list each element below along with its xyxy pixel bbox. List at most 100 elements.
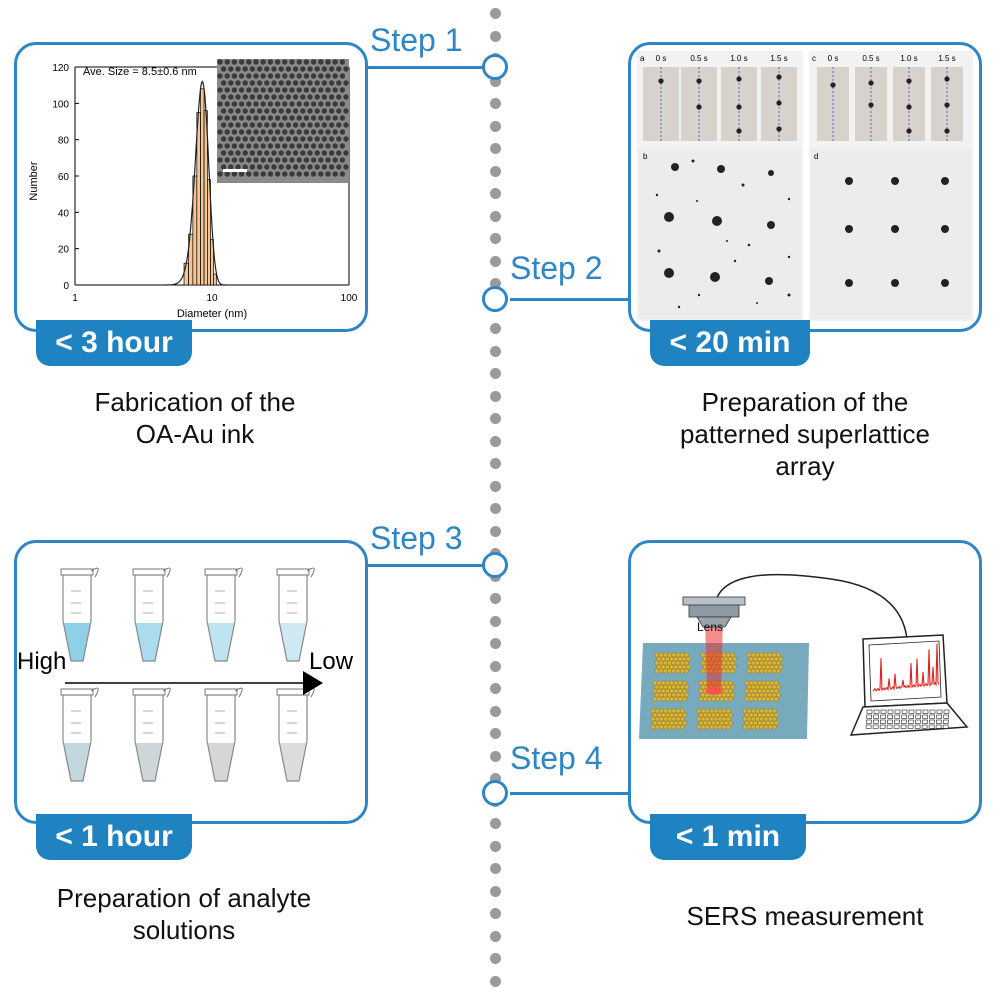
timeline-dot bbox=[490, 660, 501, 672]
panel-c-label: c bbox=[812, 54, 816, 63]
tem-particle bbox=[238, 73, 245, 79]
timeline-dot bbox=[490, 503, 501, 514]
keyboard-key bbox=[900, 724, 907, 729]
y-tick-label: 120 bbox=[52, 63, 69, 74]
superlattice-dot bbox=[696, 200, 698, 202]
tem-particle bbox=[260, 129, 266, 135]
tem-particle bbox=[310, 115, 317, 121]
time-label: 1.0 s bbox=[730, 54, 747, 63]
tem-particle bbox=[310, 129, 317, 135]
microcentrifuge-tube bbox=[60, 567, 99, 662]
tem-particle bbox=[228, 150, 234, 156]
tem-particle bbox=[325, 115, 331, 121]
timeline-dot bbox=[490, 278, 501, 289]
analyte-tubes-figure: High Low bbox=[17, 567, 354, 782]
tem-particle bbox=[238, 171, 245, 177]
microcentrifuge-tube bbox=[132, 567, 171, 662]
tem-particle bbox=[220, 150, 227, 156]
tem-particle bbox=[274, 129, 281, 135]
keyboard-key bbox=[866, 714, 872, 719]
tube-liquid bbox=[207, 741, 235, 781]
step4-panel: Lens bbox=[628, 540, 982, 824]
tem-particle bbox=[310, 171, 317, 177]
tem-particle bbox=[224, 143, 230, 149]
tem-particle bbox=[260, 115, 266, 121]
tem-particle bbox=[314, 150, 320, 156]
tem-particle bbox=[292, 164, 299, 170]
tem-particle bbox=[249, 164, 256, 170]
timeline-dot bbox=[490, 818, 501, 829]
step2-label: Step 2 bbox=[510, 250, 603, 286]
droplet bbox=[658, 78, 664, 84]
keyboard-key bbox=[880, 714, 886, 719]
time-label: 1.5 s bbox=[770, 54, 787, 63]
tem-particle bbox=[310, 101, 317, 107]
tem-particle bbox=[285, 94, 292, 100]
patterned-array-dot bbox=[891, 279, 899, 287]
tube-liquid bbox=[135, 741, 163, 781]
tem-particle bbox=[256, 164, 263, 170]
tem-particle bbox=[292, 94, 299, 100]
tem-particle bbox=[246, 101, 252, 107]
tem-particle bbox=[310, 143, 317, 149]
tem-particle bbox=[307, 108, 313, 114]
tem-particle bbox=[321, 94, 328, 100]
tem-particle bbox=[228, 108, 234, 114]
tem-particle bbox=[235, 136, 241, 142]
timeline-dot bbox=[490, 75, 501, 87]
tem-particle bbox=[343, 80, 349, 86]
tem-particle bbox=[278, 150, 284, 156]
keyboard-key bbox=[915, 714, 922, 719]
superlattice-dot bbox=[671, 163, 679, 171]
tem-particle bbox=[289, 143, 295, 149]
tem-particle bbox=[224, 101, 230, 107]
tem-particle bbox=[271, 108, 277, 114]
tem-particle bbox=[224, 115, 230, 121]
tem-particle bbox=[231, 115, 238, 121]
tem-particle bbox=[228, 164, 234, 170]
tem-particle bbox=[325, 59, 331, 65]
timeline-dot bbox=[490, 593, 501, 604]
tem-particle bbox=[332, 157, 338, 163]
tem-particle bbox=[267, 171, 274, 177]
tem-particle bbox=[321, 122, 328, 128]
step1-caption: Fabrication of the OA-Au ink bbox=[40, 386, 350, 450]
tem-particle bbox=[300, 66, 306, 72]
tem-particle bbox=[339, 115, 346, 121]
tem-particle bbox=[271, 94, 277, 100]
tem-particle bbox=[264, 122, 270, 128]
tem-particle bbox=[314, 122, 320, 128]
keyboard-key bbox=[915, 709, 922, 714]
tem-particle bbox=[321, 150, 328, 156]
tem-particle bbox=[267, 115, 274, 121]
tem-particle bbox=[224, 157, 230, 163]
tem-particle bbox=[318, 115, 324, 121]
superlattice-dot bbox=[787, 293, 791, 297]
tem-particle bbox=[246, 143, 252, 149]
y-tick-label: 0 bbox=[63, 281, 69, 292]
tem-particle bbox=[246, 115, 252, 121]
tem-particle bbox=[339, 129, 346, 135]
droplet bbox=[736, 128, 742, 134]
tube-liquid bbox=[135, 621, 163, 661]
superlattice-dot bbox=[747, 243, 751, 247]
step3-caption-line2: solutions bbox=[132, 915, 236, 945]
step2-timeline-node bbox=[482, 286, 508, 312]
tem-particle bbox=[303, 143, 310, 149]
tem-particle bbox=[264, 108, 270, 114]
tem-particle bbox=[264, 94, 270, 100]
patterned-array-dot bbox=[845, 177, 853, 185]
x-tick-label: 100 bbox=[341, 293, 358, 304]
tem-particle bbox=[267, 157, 274, 163]
droplet bbox=[906, 128, 912, 134]
tem-particle bbox=[289, 129, 295, 135]
keyboard-key bbox=[936, 719, 942, 724]
tem-particle bbox=[332, 171, 338, 177]
timeline-dot bbox=[490, 323, 501, 334]
tem-particle bbox=[292, 80, 299, 86]
tem-particle bbox=[220, 122, 227, 128]
tem-particle bbox=[303, 73, 310, 79]
patterned-array-dot bbox=[845, 279, 853, 287]
tem-particle bbox=[264, 164, 270, 170]
tem-particle bbox=[292, 150, 299, 156]
